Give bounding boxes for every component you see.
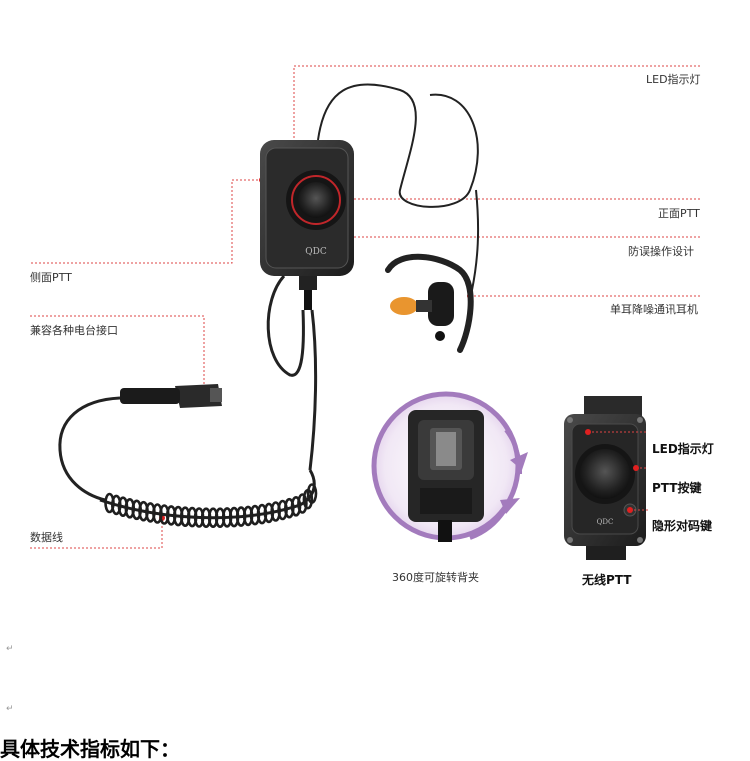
wireless-device-logo: QDC [597, 518, 614, 526]
wireless-callout-dots [585, 429, 639, 513]
label-wireless-pair-key: 隐形对码键 [652, 519, 713, 533]
earphone [385, 253, 474, 353]
return-mark-1: ↵ [6, 644, 14, 654]
label-wireless-ptt: 无线PTT [582, 573, 632, 587]
label-compatible-interface: 兼容各种电台接口 [30, 324, 118, 337]
coil-loops [104, 483, 318, 529]
coil-loop [306, 483, 318, 504]
label-anti-mistake: 防误操作设计 [628, 245, 694, 258]
wireless-ptt-device: QDC [564, 396, 646, 560]
callout-lines [30, 65, 700, 549]
coil-loop [290, 495, 302, 517]
rotating-clip-panel [371, 391, 528, 542]
label-side-ptt: 侧面PTT [30, 271, 72, 284]
label-led-indicator: LED指示灯 [646, 73, 701, 86]
radio-connector [58, 384, 222, 502]
label-wireless-led: LED指示灯 [652, 442, 714, 456]
coil-loop [297, 493, 308, 514]
label-data-cable: 数据线 [30, 531, 63, 544]
label-rotating-clip: 360度可旋转背夹 [392, 571, 479, 584]
spec-heading: 具体技术指标如下： [0, 737, 180, 761]
label-wireless-ptt-key: PTT按键 [652, 481, 702, 495]
main-ptt-device: QDC [260, 140, 354, 310]
device-cables [266, 274, 318, 471]
label-front-ptt: 正面PTT [658, 207, 700, 220]
device-logo: QDC [305, 247, 327, 257]
return-mark-2: ↵ [6, 704, 14, 714]
label-earphone: 单耳降噪通讯耳机 [610, 303, 698, 316]
earphone-wire [317, 83, 480, 291]
